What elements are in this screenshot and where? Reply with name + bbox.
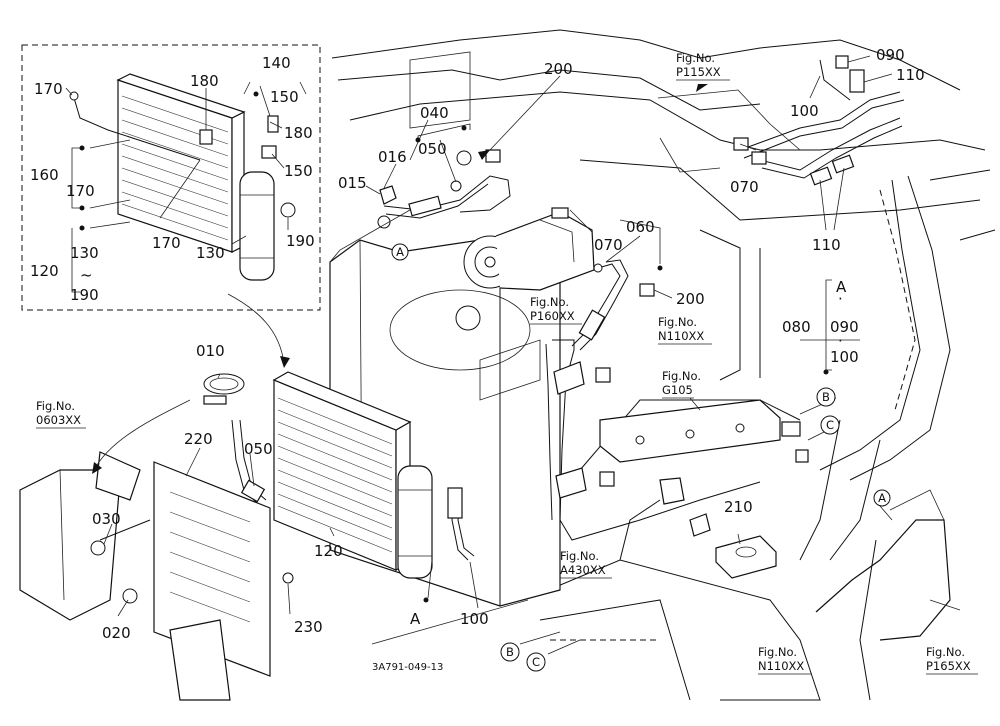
- leader-lines: [93, 55, 893, 655]
- fig-ref-label: Fig.No.: [926, 645, 965, 659]
- range-dot: ·: [838, 290, 843, 308]
- fig-ref-p165: P165XX: [926, 659, 971, 673]
- fig-ref-label: Fig.No.: [530, 295, 569, 309]
- callout-130: 130: [70, 244, 99, 262]
- callout-180: 180: [190, 72, 219, 90]
- callout-170: 170: [66, 182, 95, 200]
- fig-ref-a430: A430XX: [560, 563, 606, 577]
- callout-150: 150: [270, 88, 299, 106]
- callout-070: 070: [594, 236, 623, 254]
- drawing-code: 3A791-049-13: [372, 662, 443, 673]
- compressor: [463, 207, 595, 291]
- fig-ref-p160: P160XX: [530, 309, 575, 323]
- callout-050: 050: [244, 440, 273, 458]
- callout-190: 190: [286, 232, 315, 250]
- tilde-range: ~: [80, 266, 93, 284]
- callout-010: 010: [196, 342, 225, 360]
- callout-180: 180: [284, 124, 313, 142]
- fig-ref-label: Fig.No.: [676, 51, 715, 65]
- callout-200: 200: [544, 60, 573, 78]
- callout-170: 170: [152, 234, 181, 252]
- callout-070: 070: [730, 178, 759, 196]
- callout-200: 200: [676, 290, 705, 308]
- ac-hoses: [231, 55, 905, 561]
- callout-130: 130: [196, 244, 225, 262]
- callout-100: 100: [790, 102, 819, 120]
- callout-080: 080: [782, 318, 811, 336]
- callout-060: 060: [626, 218, 655, 236]
- callout-090: 090: [830, 318, 859, 336]
- callout-140: 140: [262, 54, 291, 72]
- callout-160: 160: [30, 166, 59, 184]
- range-dot: ·: [838, 332, 843, 350]
- callout-230: 230: [294, 618, 323, 636]
- ref-letter-b: B: [822, 390, 830, 404]
- callout-020: 020: [102, 624, 131, 642]
- fig-ref-label: Fig.No.: [662, 369, 701, 383]
- fig-ref-label: Fig.No.: [658, 315, 697, 329]
- ref-letter-b: B: [506, 645, 514, 659]
- pedal-assembly: [815, 519, 951, 641]
- ref-letter-a: A: [410, 610, 421, 628]
- fig-ref-label: Fig.No.: [36, 399, 75, 413]
- callout-190: 190: [70, 286, 99, 304]
- grille-220: [153, 461, 271, 677]
- callout-050: 050: [418, 140, 447, 158]
- hose-clamp-010: [203, 373, 245, 395]
- arrow-heads: [92, 84, 708, 474]
- ref-letter-a: A: [836, 278, 847, 296]
- main-condenser: [272, 371, 433, 579]
- callout-100: 100: [460, 610, 489, 628]
- hardware: [19, 185, 961, 701]
- callout-100: 100: [830, 348, 859, 366]
- callout-110: 110: [896, 66, 925, 84]
- ref-letter-a: A: [878, 491, 886, 505]
- fig-ref-p115: P115XX: [676, 65, 721, 79]
- callout-016: 016: [378, 148, 407, 166]
- callout-110: 110: [812, 236, 841, 254]
- fig-ref-label: Fig.No.: [560, 549, 599, 563]
- fig-ref-0603: 0603XX: [36, 413, 81, 427]
- inset-detail: [21, 44, 321, 311]
- inset-condenser: [116, 73, 246, 253]
- callout-210: 210: [724, 498, 753, 516]
- callout-220: 220: [184, 430, 213, 448]
- callout-170: 170: [34, 80, 63, 98]
- callout-030: 030: [92, 510, 121, 528]
- callout-150: 150: [284, 162, 313, 180]
- ref-letter-c: C: [826, 418, 834, 432]
- fig-ref-n110: N110XX: [758, 659, 804, 673]
- ref-letter-a: A: [396, 245, 404, 259]
- figure-references: Fig.No. P115XX Fig.No. P160XX Fig.No. N1…: [36, 51, 978, 675]
- callout-040: 040: [420, 104, 449, 122]
- callout-120: 120: [314, 542, 343, 560]
- circled-letters: A B C B C A: [391, 243, 891, 672]
- fig-ref-n110: N110XX: [658, 329, 704, 343]
- part-callouts: 170 180 140 150 180 150 160 170 170 190 …: [30, 46, 925, 642]
- inset-receiver-drier: [239, 171, 275, 281]
- callout-090: 090: [876, 46, 905, 64]
- ref-letter-c: C: [532, 655, 540, 669]
- leader-dots: [79, 91, 829, 603]
- callout-015: 015: [338, 174, 367, 192]
- receiver-drier: [397, 465, 433, 579]
- fig-ref-g105: G105: [662, 383, 693, 397]
- fig-ref-label: Fig.No.: [758, 645, 797, 659]
- callout-120: 120: [30, 262, 59, 280]
